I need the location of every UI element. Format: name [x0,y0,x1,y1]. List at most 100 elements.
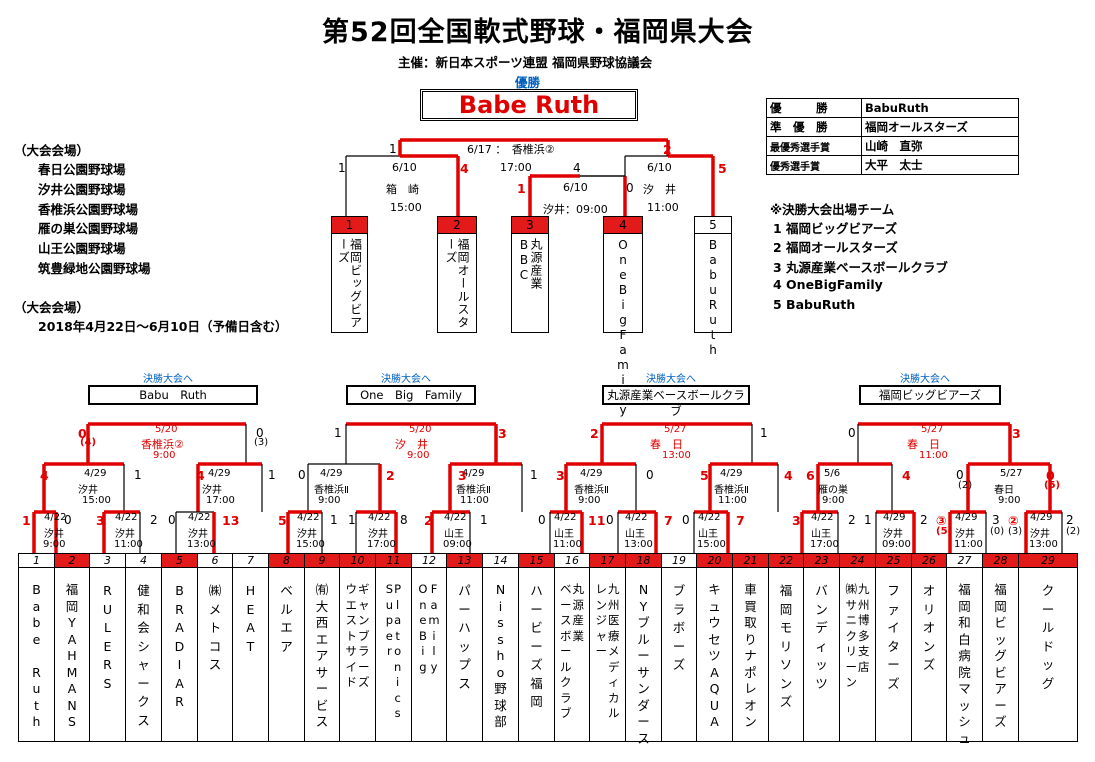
award-value: 福岡オールスターズ [861,117,1019,137]
finals-team: 3 丸源産業ベースボールクラブ [773,260,948,275]
final-team-box: 1 福岡ビッグビアーズ [331,216,368,333]
period-heading: （大会会場） [14,300,90,315]
team-number-cell: 29 [1018,553,1078,568]
score: 2 [150,513,158,527]
score: 0 [956,468,964,482]
r1-venue: 山王 [698,529,718,540]
semi-time: 9:00 [318,495,341,506]
score: 0 [626,181,634,195]
score: 1 [760,426,768,440]
score: 5 [278,513,287,528]
r1-venue: 汐井 [44,529,64,540]
semi-venue: 香椎浜Ⅱ [714,485,749,496]
score: (3) [254,437,269,448]
r1-time: 17:00 [367,539,396,550]
semi-date: 4/29 [208,468,231,479]
team-number-cell: 24 [839,553,876,568]
r1-venue: 山王 [554,529,574,540]
team-name-cell: 福岡ビッグビアーズ [982,567,1019,742]
award-label: 準 優 勝 [766,117,862,137]
score: 4 [40,468,49,483]
score: 3 [1012,426,1021,441]
team-name-cell: ブラボーズ [661,567,697,742]
semi-venue: 汐井 [78,485,98,496]
period-text: 2018年4月22日～6月10日（予備日含む） [38,319,288,334]
semi-date: 4/29 [462,468,485,479]
team-number-cell: 12 [411,553,447,568]
score: 4 [573,161,581,175]
final-team-number: 4 [604,217,642,234]
score: 1 [389,142,397,156]
score: 0 [606,513,614,527]
team-name-cell: 車買取りナポレオン [732,567,769,742]
finals-heading: ※決勝大会出場チーム [770,202,895,217]
final-time: 17:00 [500,161,532,174]
venues-heading: （大会会場） [14,143,90,158]
semi-date: 4/29 [320,468,343,479]
r1-time: 09:00 [443,539,472,550]
sf1-venue: 箱 崎 [386,183,419,196]
final-date: 5/20 [155,424,178,435]
team-number-cell: 6 [197,553,233,568]
semi-venue: 汐井 [202,485,222,496]
champion-name: Babe Ruth [458,91,600,119]
score: (2) [958,480,973,491]
score: 0 [538,513,546,527]
sf2-date: 6/10 [647,161,672,174]
semi-venue: 香椎浜Ⅱ [574,485,609,496]
qf-date: 6/10 [563,181,588,194]
team-number-cell: 27 [946,553,983,568]
team-name-cell: レンジャー九州医療メディカル [589,567,626,742]
block-label: 決勝大会へ [143,374,193,385]
award-value: 大平 太士 [861,155,1019,175]
final-team-number: 1 [332,217,367,234]
r1-time: 13:00 [624,539,653,550]
r1-time: 11:00 [553,539,582,550]
team-number-cell: 19 [661,553,697,568]
score: 5 [700,468,709,483]
final-date: 5/27 [921,424,944,435]
r1-date: 4/29 [955,512,978,523]
finals-team: 4 OneBigFamily [773,277,883,292]
team-name-cell: クールドッグ [1018,567,1078,742]
r1-time: 9:00 [43,539,66,550]
finals-team: 2 福岡オールスターズ [773,240,898,255]
score: 1 [530,468,538,482]
final-date: 5/20 [409,424,432,435]
block-winner-box: 丸源産業ベースボールクラブ [602,385,750,418]
score: 6 [806,468,815,483]
final-team-name: 福岡ビッグビアーズ [336,238,363,329]
block-winner-box: Babu Ruth [88,385,258,405]
r1-venue: 山王 [811,529,831,540]
semi-date: 4/29 [580,468,603,479]
score: (5) [936,526,953,537]
r1-venue: 汐井 [883,529,903,540]
final-venue: 汐 井 [395,438,428,451]
final-team-number: 2 [438,217,476,234]
r1-date: 4/22 [188,512,211,523]
score: (5) [1044,480,1061,491]
award-row: 準 優 勝福岡オールスターズ [766,117,1019,137]
final-venue: 春 日 [907,438,940,451]
score: 7 [664,513,673,528]
r1-date: 4/22 [297,512,320,523]
sf1-date: 6/10 [392,161,417,174]
semi-date: 4/29 [84,468,107,479]
r1-time: 13:00 [187,539,216,550]
score: 2 [848,513,856,527]
team-number-cell: 2 [54,553,90,568]
semi-time: 15:00 [82,495,111,506]
team-name-cell: ウエストサイドギャンブラーズ [339,567,376,742]
block-label: 決勝大会へ [381,374,431,385]
score: 0 [168,513,176,527]
sf2-venue: 汐 井 [643,183,676,196]
score: 2 [590,426,599,441]
score: 4 [196,468,205,483]
score: 0 [298,468,306,482]
team-number-cell: 10 [339,553,376,568]
semi-time: 11:00 [460,495,489,506]
